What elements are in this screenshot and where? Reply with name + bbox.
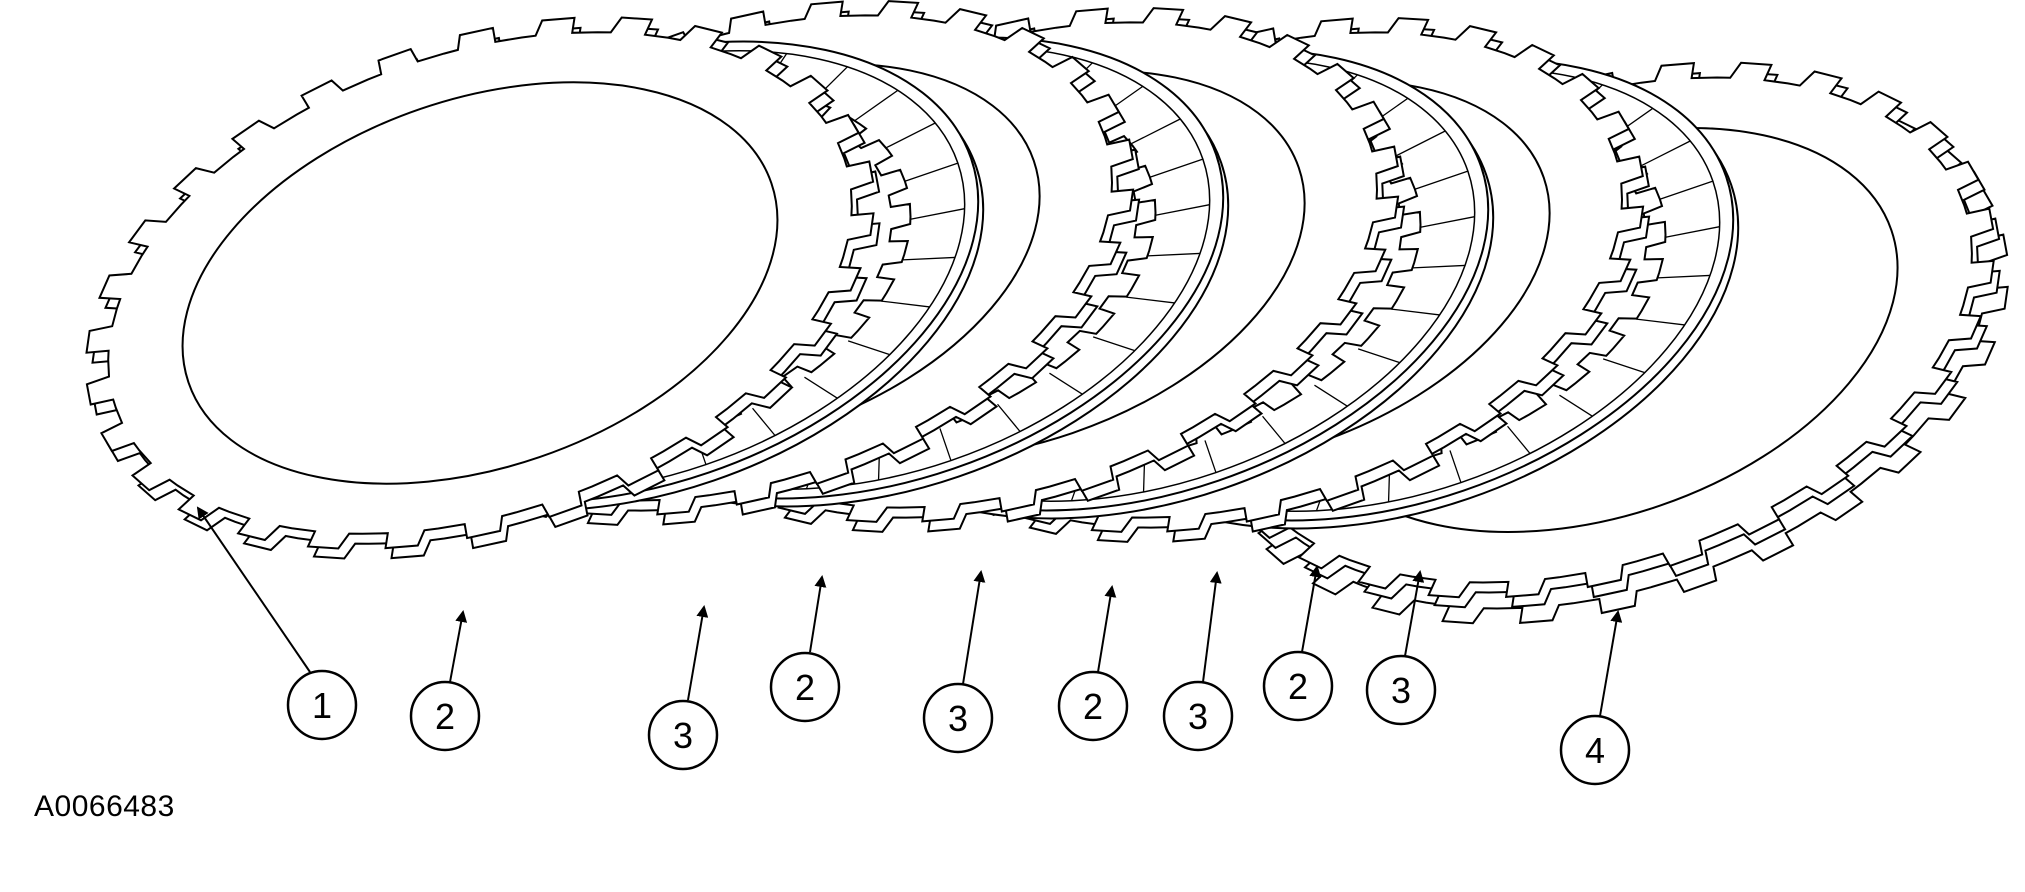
leader-line [1097,585,1117,673]
callout-7: 3 [1162,680,1234,752]
callout-circle [1559,714,1631,786]
callout-circle [286,669,358,741]
clutch-plates [85,0,2009,625]
callout-label: 3 [1188,696,1208,737]
callout-circle [922,682,994,754]
callout-label: 2 [1288,666,1308,707]
leader-line [687,605,709,701]
callout-8: 2 [1262,650,1334,722]
callout-3: 3 [647,699,719,771]
callout-9: 3 [1365,654,1437,726]
leader-line [1301,565,1322,653]
leader-line [449,610,468,683]
callout-circle [647,699,719,771]
callout-circle [1057,670,1129,742]
callout-circle [1365,654,1437,726]
callout-leaders [196,506,1623,717]
callout-1: 1 [286,669,358,741]
leader-line [1404,570,1425,657]
leader-line [962,570,986,685]
callout-2: 2 [409,680,481,752]
callout-circle [1262,650,1334,722]
callout-label: 3 [948,698,968,739]
callout-label: 1 [312,685,332,726]
leader-line [196,506,311,673]
callout-6: 2 [1057,670,1129,742]
callout-5: 3 [922,682,994,754]
callout-circle [1162,680,1234,752]
callout-label: 3 [673,715,693,756]
callout-circle [769,651,841,723]
figure-id: A0066483 [34,790,175,823]
callout-group: 1 2 3 2 3 2 3 2 3 4 [286,650,1631,786]
leader-line [1599,610,1623,717]
callout-label: 2 [1083,686,1103,727]
callout-label: 3 [1391,670,1411,711]
callout-label: 4 [1585,730,1605,771]
callout-circle [409,680,481,752]
callout-10: 4 [1559,714,1631,786]
plate-1 [85,16,881,560]
callout-label: 2 [795,667,815,708]
leader-line [1202,571,1222,683]
leader-line [809,575,827,653]
callout-4: 2 [769,651,841,723]
callout-label: 2 [435,696,455,737]
